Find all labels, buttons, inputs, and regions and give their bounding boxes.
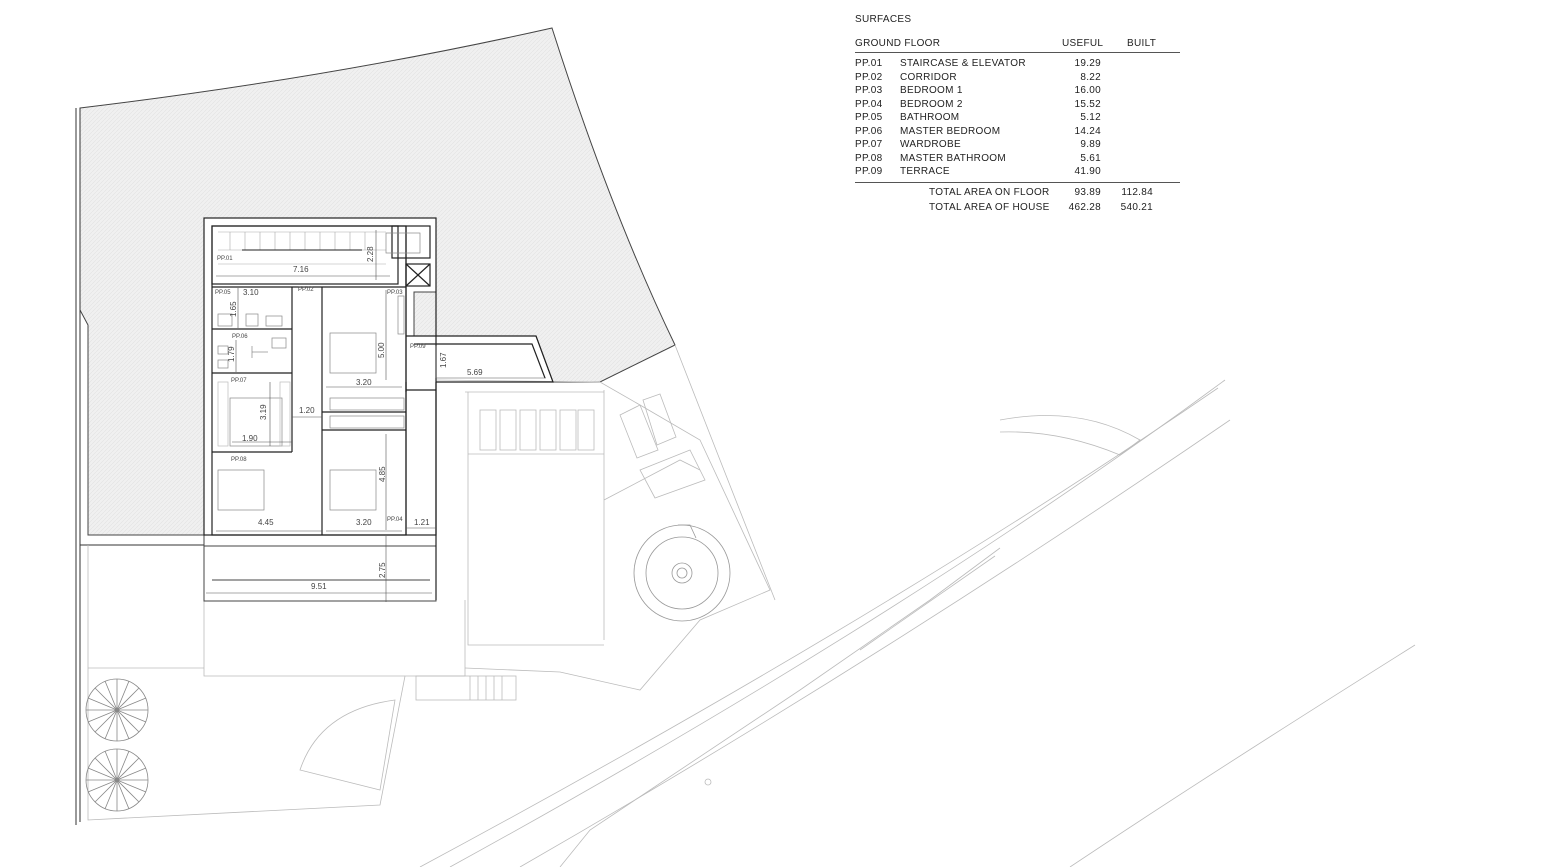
room-tag-pp05: PP.05 [215,290,231,296]
room-name: BEDROOM 2 [900,98,963,110]
room-tag-pp03: PP.03 [387,290,403,296]
room-code: PP.06 [855,125,883,137]
room-tag-pp06: PP.06 [232,334,248,340]
room-name: MASTER BEDROOM [900,125,1001,137]
dim-terrace-small: 1.21 [414,518,430,527]
room-name: BEDROOM 1 [900,85,963,96]
dim-overall-width: 9.51 [311,582,327,591]
total-useful: 462.28 [1068,202,1101,213]
total-built: 112.84 [1121,187,1153,198]
total-useful: 93.89 [1074,187,1101,198]
room-name: STAIRCASE & ELEVATOR [900,58,1026,69]
room-tag-pp08: PP.08 [231,457,247,463]
useful-area: 8.22 [1080,71,1101,83]
room-code: PP.02 [855,71,883,83]
room-name: CORRIDOR [900,71,957,83]
road-lines [419,379,1416,867]
room-name: TERRACE [900,166,950,177]
room-tag-pp07: PP.07 [231,378,247,384]
house-walls [203,217,437,536]
table-header: GROUND FLOOR USEFUL BUILT [855,38,1180,53]
table-row: PP.09 TERRACE 41.90 [855,166,1180,180]
landscape-steps [299,675,517,791]
useful-area: 14.24 [1074,125,1101,137]
dimension-lines [206,230,546,602]
room-name: MASTER BATHROOM [900,152,1006,164]
room-name: WARDROBE [900,139,961,150]
floor-title: GROUND FLOOR [855,38,941,49]
table-row: PP.07 WARDROBE 9.89 [855,139,1180,153]
useful-area: 41.90 [1074,166,1101,177]
room-tag-pp04: PP.04 [387,517,403,523]
useful-area: 16.00 [1074,85,1101,96]
total-label: TOTAL AREA ON FLOOR [929,187,1050,198]
table-row: PP.08 MASTER BATHROOM 5.61 [855,153,1180,167]
dim-bed1-width: 3.20 [356,378,372,387]
dim-bath-width: 3.10 [243,288,259,297]
tree-icon [85,678,149,742]
table-row: PP.04 BEDROOM 2 15.52 [855,99,1180,113]
useful-area: 5.12 [1080,112,1101,123]
table-row: PP.02 CORRIDOR 8.22 [855,72,1180,86]
room-code: PP.05 [855,112,883,123]
staircase [218,231,386,265]
furniture [217,232,421,511]
room-code: PP.07 [855,139,883,150]
tree-icon [85,748,149,812]
dim-terrace-height: 1.67 [439,352,448,368]
dim-corridor-width: 1.20 [299,406,315,415]
dim-stair-width: 7.16 [293,265,309,274]
table-row: PP.03 BEDROOM 1 16.00 [855,85,1180,99]
room-tag-pp02: PP.02 [298,287,314,293]
sunbeds [479,393,706,499]
room-tag-pp09: PP.09 [410,344,426,350]
dim-ms-bed-height: 1.79 [227,346,236,362]
room-code: PP.08 [855,152,883,164]
round-feature [633,524,731,622]
dim-terrace-width: 5.69 [467,368,483,377]
room-tag-pp01: PP.01 [217,256,233,262]
total-label: TOTAL AREA OF HOUSE [929,202,1050,213]
total-row: TOTAL AREA OF HOUSE 462.28 540.21 [855,202,1180,217]
useful-area: 19.29 [1074,58,1101,69]
table-row: PP.01 STAIRCASE & ELEVATOR 19.29 [855,58,1180,72]
col-useful: USEFUL [1062,38,1104,49]
useful-area: 15.52 [1074,98,1101,110]
site-outline [87,344,776,821]
dim-stair-height: 2.28 [366,246,375,262]
terrace [405,335,554,600]
useful-area: 9.89 [1080,139,1101,150]
useful-area: 5.61 [1080,152,1101,164]
dim-wardrobe-height: 3.19 [259,404,268,420]
col-built: BUILT [1127,38,1157,49]
room-code: PP.04 [855,98,883,110]
total-built: 540.21 [1120,202,1153,213]
room-name: BATHROOM [900,112,960,123]
dim-bed2-height: 4.85 [378,466,387,482]
table-row: PP.05 BATHROOM 5.12 [855,112,1180,126]
dim-bed1-height: 5.00 [377,342,386,358]
roof-area [79,27,676,536]
surfaces-title: SURFACES [855,14,912,25]
dim-bath-height: 1.65 [229,301,238,317]
room-code: PP.01 [855,58,883,69]
room-code: PP.03 [855,85,883,96]
dim-overhang-height: 2.75 [378,562,387,578]
room-code: PP.09 [855,166,883,177]
dim-master-bath-width: 4.45 [258,518,274,527]
table-row: PP.06 MASTER BEDROOM 14.24 [855,126,1180,140]
site-boundary [75,108,204,825]
total-row: TOTAL AREA ON FLOOR 93.89 112.84 [855,187,1180,202]
overhang-slab [203,534,437,602]
dim-bed2-width: 3.20 [356,518,372,527]
dim-wardrobe-width: 1.90 [242,434,258,443]
